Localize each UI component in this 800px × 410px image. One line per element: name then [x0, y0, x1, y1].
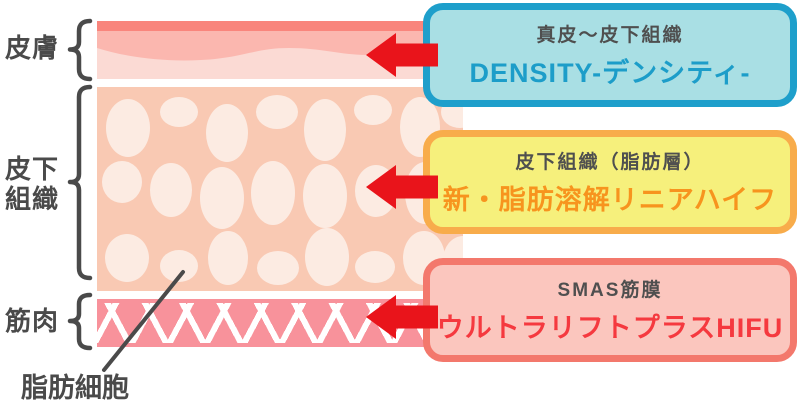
left-arrow-icon-ultra-lift-hifu [366, 295, 438, 339]
subcutaneous-label: 皮下 組織 [0, 154, 64, 214]
callout-density: 真皮〜皮下組織 DENSITY-デンシティ- [423, 3, 797, 107]
muscle-label: 筋肉 [4, 306, 59, 336]
fat-cells-pattern [102, 95, 463, 286]
fat-cell-pointer-line [102, 270, 185, 372]
layer-braces [67, 18, 93, 351]
callout-linear-hifu-treatment: 新・脂肪溶解リニアハイフ [442, 185, 778, 215]
subcutaneous-label-line1: 皮下 [4, 154, 59, 184]
left-arrow-icon-density [366, 33, 438, 77]
fat-cell-label: 脂肪細胞 [21, 373, 129, 403]
brace-muscle [67, 292, 93, 351]
subcutaneous-label-line2: 組織 [4, 184, 59, 214]
brace-skin [67, 18, 93, 82]
left-arrow-icon-linear-hifu [366, 165, 438, 209]
callout-ultra-lift-hifu: SMAS筋膜 ウルトラリフトプラスHIFU [423, 258, 797, 362]
callout-ultra-lift-hifu-target-layer: SMAS筋膜 [557, 280, 663, 301]
brace-subcutaneous [67, 84, 93, 281]
skin-label: 皮膚 [4, 33, 59, 63]
callout-density-target-layer: 真皮〜皮下組織 [536, 25, 684, 46]
callout-ultra-lift-hifu-treatment: ウルトラリフトプラスHIFU [436, 313, 784, 343]
callout-linear-hifu: 皮下組織（脂肪層） 新・脂肪溶解リニアハイフ [423, 130, 797, 234]
subcutaneous-fat-layer [97, 87, 463, 291]
callout-density-treatment: DENSITY-デンシティ- [469, 58, 751, 88]
callout-linear-hifu-target-layer: 皮下組織（脂肪層） [515, 152, 705, 173]
